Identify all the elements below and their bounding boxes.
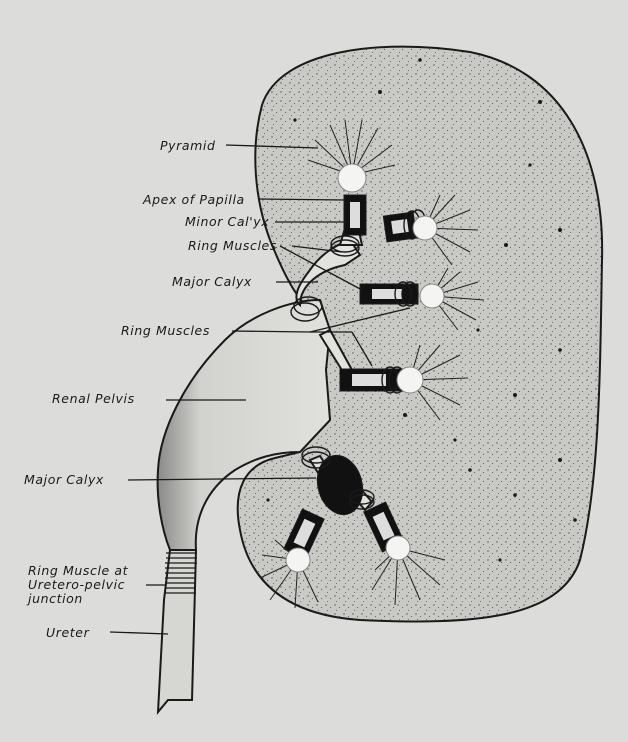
label-minor-calyx: Minor Cal'yx bbox=[185, 214, 269, 229]
label-pyramid: Pyramid bbox=[160, 138, 216, 153]
label-ureter: Ureter bbox=[46, 625, 89, 640]
label-ring-muscles-upper: Ring Muscles bbox=[188, 238, 277, 253]
ureter-shape bbox=[158, 550, 196, 712]
label-ring-muscle-upj: Ring Muscle at Uretero-pelvic junction bbox=[28, 564, 138, 606]
label-apex-of-papilla: Apex of Papilla bbox=[143, 192, 245, 207]
minor-calyx-1 bbox=[344, 195, 366, 235]
label-renal-pelvis: Renal Pelvis bbox=[52, 391, 135, 406]
label-ring-muscles-lower: Ring Muscles bbox=[121, 323, 210, 338]
label-major-calyx-lower: Major Calyx bbox=[24, 472, 104, 487]
label-major-calyx-upper: Major Calyx bbox=[172, 274, 252, 289]
minor-calyx-4 bbox=[340, 369, 402, 391]
